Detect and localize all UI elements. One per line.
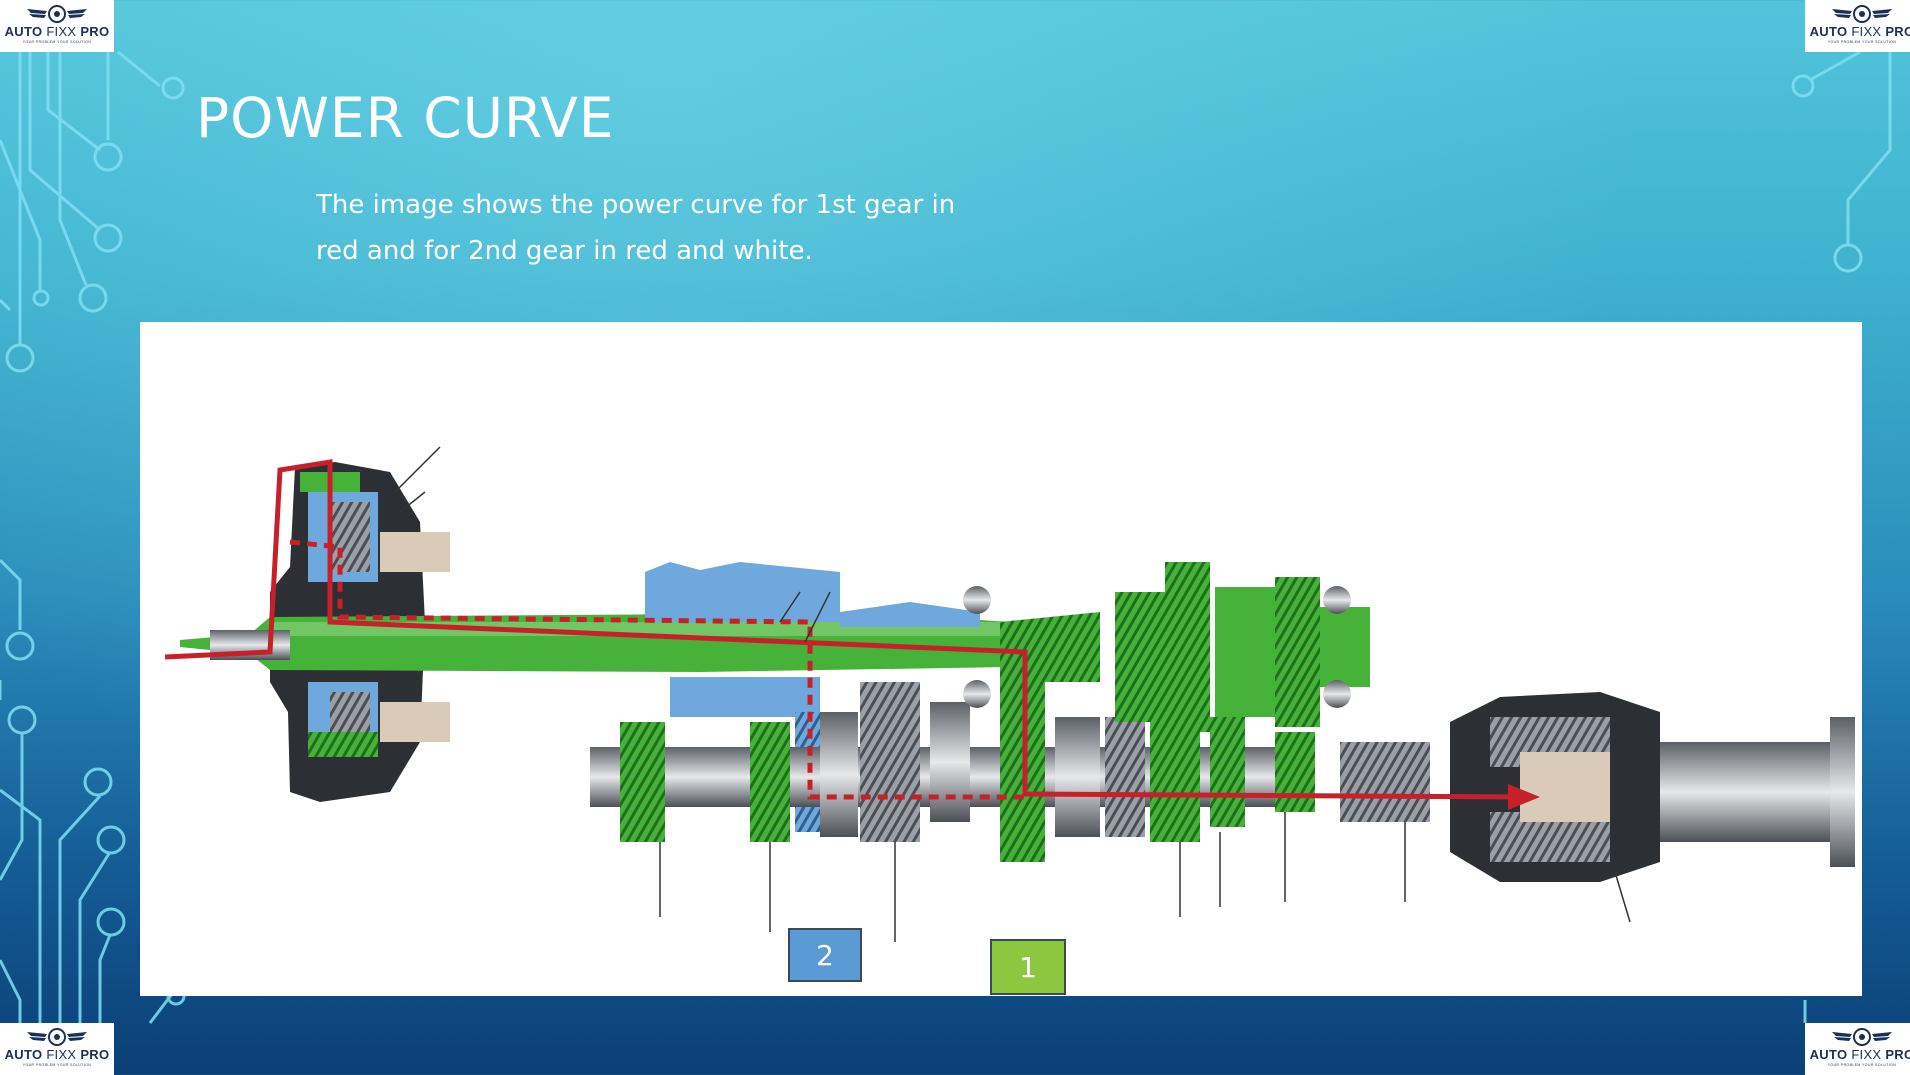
gear-1-label: 1 [990, 939, 1066, 995]
logo-brand: AUTO FIXX PRO [1809, 24, 1910, 39]
leader-lines [394, 446, 1631, 942]
logo-tagline: YOUR PROBLEM YOUR SOLUTION [22, 40, 92, 44]
output-differential [1340, 692, 1855, 882]
power-path-gear2 [289, 539, 1025, 800]
logo: AUTO FIXX PRO YOUR PROBLEM YOUR SOLUTION [1805, 0, 1910, 52]
wings-logo-icon [27, 1028, 87, 1046]
gear-2-label: 2 [788, 928, 862, 982]
wings-logo-icon [1832, 1028, 1892, 1046]
logo-brand: AUTO FIXX PRO [4, 24, 110, 39]
power-path-gear1 [164, 459, 1531, 800]
slide-title: POWER CURVE [196, 86, 615, 150]
logo: AUTO FIXX PRO YOUR PROBLEM YOUR SOLUTION [1805, 1023, 1910, 1075]
wings-logo-icon [1832, 5, 1892, 23]
logo-tagline: YOUR PROBLEM YOUR SOLUTION [1827, 1063, 1897, 1067]
wings-logo-icon [27, 5, 87, 23]
slide-subtitle: The image shows the power curve for 1st … [316, 190, 956, 266]
logo: AUTO FIXX PRO YOUR PROBLEM YOUR SOLUTION [0, 0, 114, 52]
logo: AUTO FIXX PRO YOUR PROBLEM YOUR SOLUTION [0, 1023, 114, 1075]
power-path-arrowhead [1508, 784, 1540, 810]
gearbox-cutaway-image [164, 446, 1855, 942]
logo-brand: AUTO FIXX PRO [4, 1047, 110, 1062]
transmission-illustration: 2 1 [140, 322, 1862, 996]
logo-tagline: YOUR PROBLEM YOUR SOLUTION [1827, 40, 1897, 44]
logo-tagline: YOUR PROBLEM YOUR SOLUTION [22, 1063, 92, 1067]
logo-brand: AUTO FIXX PRO [1809, 1047, 1910, 1062]
